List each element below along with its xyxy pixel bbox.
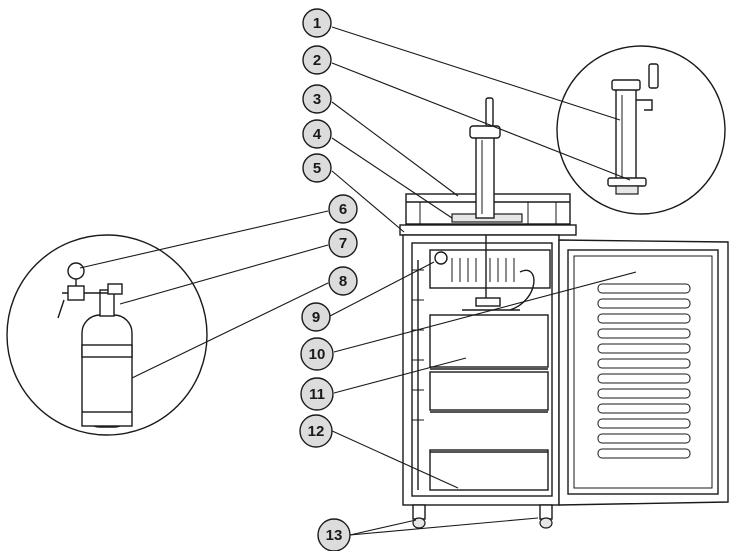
door-vent-slots xyxy=(597,283,691,459)
callout-5-label: 5 xyxy=(313,160,321,177)
callout-9: 9 xyxy=(301,302,331,332)
co2-cylinder-regulator-detail-icon xyxy=(6,234,208,436)
callout-2: 2 xyxy=(302,45,332,75)
callout-7-label: 7 xyxy=(339,235,347,252)
callout-10: 10 xyxy=(300,337,334,371)
leader-lines xyxy=(79,26,637,536)
callout-1-label: 1 xyxy=(313,15,321,32)
callout-12: 12 xyxy=(299,414,333,448)
callout-10-label: 10 xyxy=(309,346,326,363)
callout-4-label: 4 xyxy=(313,126,322,143)
callout-3: 3 xyxy=(302,84,332,114)
callout-1: 1 xyxy=(302,8,332,38)
callout-13: 13 xyxy=(317,518,351,551)
callout-13-label: 13 xyxy=(326,527,343,544)
callout-11: 11 xyxy=(300,377,334,411)
callout-8: 8 xyxy=(328,266,358,296)
callout-4: 4 xyxy=(302,119,332,149)
callout-11-label: 11 xyxy=(309,386,325,403)
callout-5: 5 xyxy=(302,153,332,183)
callout-8-label: 8 xyxy=(339,273,347,290)
kegerator-icon xyxy=(399,97,729,529)
callout-3-label: 3 xyxy=(313,91,321,108)
callout-6: 6 xyxy=(328,194,358,224)
callout-7: 7 xyxy=(328,228,358,258)
callout-12-label: 12 xyxy=(308,423,325,440)
callout-6-label: 6 xyxy=(339,201,347,218)
beer-tap-tower-detail-icon xyxy=(556,45,726,215)
callout-9-label: 9 xyxy=(312,309,320,326)
callout-2-label: 2 xyxy=(313,52,321,69)
